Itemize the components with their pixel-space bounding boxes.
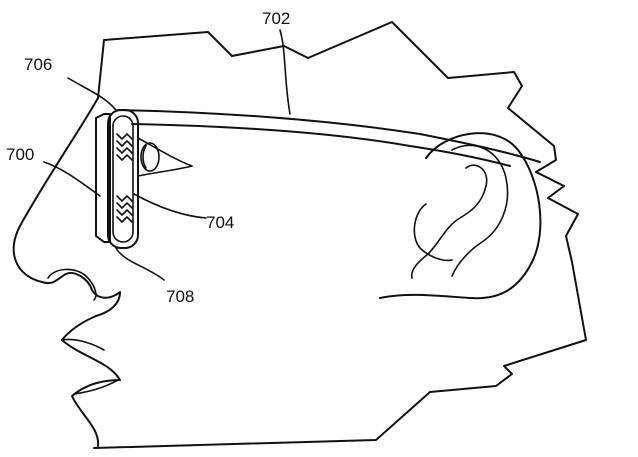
label-702: 702 [262,9,290,28]
temple-arm-lower [131,123,511,167]
nostril [47,268,97,301]
label-706: 706 [24,55,52,74]
eye-upper [137,137,193,167]
leader-700 [43,161,101,197]
lens-housing [107,109,139,249]
eye-lower [137,165,193,177]
ear-helix [451,144,509,277]
lens-inner [112,115,134,243]
label-708: 708 [166,287,194,306]
label-704: 704 [206,213,234,232]
ear-inner [410,164,488,279]
ear-lobe [413,203,453,262]
leader-706 [67,77,117,111]
label-700: 700 [6,145,34,164]
leader-702 [279,29,291,115]
head-outline [93,21,587,449]
sensor-pattern-top [116,133,133,161]
eye-pupil [142,145,147,169]
face-profile [12,97,121,447]
sensor-pattern-bottom [116,195,133,223]
leader-704 [133,193,207,219]
lip-line [73,379,119,395]
leader-708 [115,247,165,281]
upper-lip [61,338,105,351]
ear-outer [379,132,542,300]
eye-ball [140,142,160,172]
temple-arm-upper [117,109,541,163]
lens-frame-outer [95,113,111,243]
